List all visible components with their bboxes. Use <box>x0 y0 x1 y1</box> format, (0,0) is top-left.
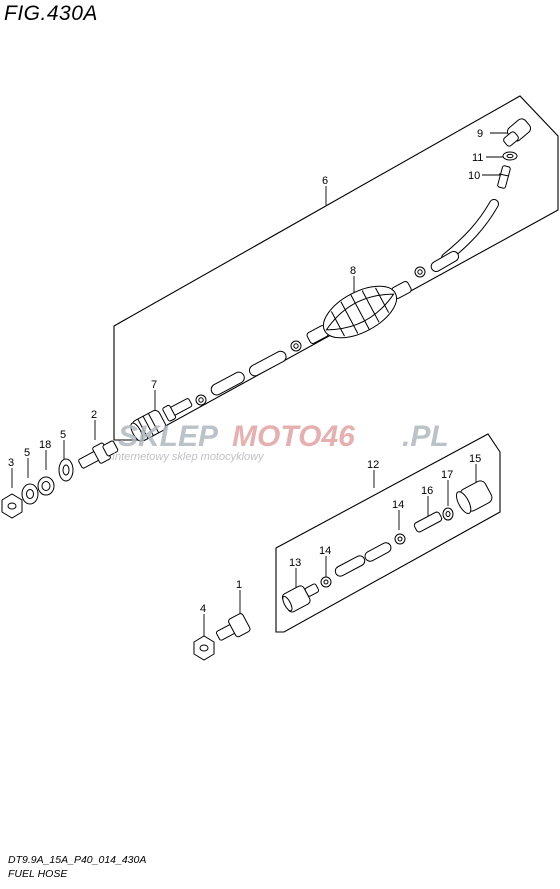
callout-14-a: 14 <box>392 499 404 511</box>
part-4-nut <box>193 635 215 661</box>
part-1-fitting <box>215 613 251 641</box>
callout-5-b: 5 <box>60 429 66 441</box>
part-7-fuel-connector <box>130 398 193 442</box>
part-6-hose-short <box>430 251 460 272</box>
callout-5-a: 5 <box>24 447 30 459</box>
watermark-subtitle: Internetowy sklep motocyklowy <box>112 451 265 463</box>
drawing-code: DT9.9A_15A_P40_014_430A <box>8 854 147 866</box>
watermark-text-b: MOTO46 <box>232 420 355 453</box>
callout-2: 2 <box>91 409 97 421</box>
callout-3: 3 <box>8 457 14 469</box>
assembly-6-outline <box>113 95 559 441</box>
part-12-hose-a <box>364 542 392 562</box>
figure-caption: FUEL HOSE <box>8 868 68 880</box>
part-5-washer-b <box>21 483 39 505</box>
part-8-primer-bulb <box>306 280 412 344</box>
callout-14-b: 14 <box>319 545 331 557</box>
figure-title: FIG.430A <box>4 2 98 25</box>
watermark-text-c: .PL <box>402 420 449 453</box>
callout-8: 8 <box>350 265 356 277</box>
callout-11: 11 <box>472 152 483 164</box>
part-6-hose-curved <box>441 199 499 263</box>
part-6-hose-segment-a <box>248 350 287 377</box>
part-18-washer <box>37 476 55 496</box>
part-17-clip <box>442 507 454 521</box>
part-11-clip <box>502 151 518 161</box>
part-3-nut <box>1 493 23 519</box>
callout-13: 13 <box>289 557 301 569</box>
callout-18: 18 <box>39 439 51 451</box>
part-5-washer-a <box>58 458 74 482</box>
part-14-clip-b <box>320 576 332 588</box>
callout-labels: 9 11 10 6 8 7 2 3 5 18 5 12 15 17 16 14 … <box>8 128 483 615</box>
callout-10: 10 <box>468 170 480 182</box>
callout-17: 17 <box>441 469 453 481</box>
leader-lines <box>11 132 510 636</box>
callout-6: 6 <box>322 175 328 187</box>
part-6-hose-segment-b <box>210 371 245 396</box>
part-clip-a <box>195 266 426 406</box>
part-12-hose-b <box>334 555 366 577</box>
assembly-12-outline <box>275 433 501 633</box>
part-2-connector <box>78 440 119 469</box>
callout-15: 15 <box>469 453 481 465</box>
part-14-clip-a <box>394 533 406 545</box>
part-10-joint <box>497 165 511 189</box>
part-9-connector <box>503 118 532 147</box>
callout-9: 9 <box>477 128 483 140</box>
watermark: SKLEP MOTO46 .PL Internetowy sklep motoc… <box>112 420 449 463</box>
callout-12: 12 <box>367 459 379 471</box>
callout-7: 7 <box>151 379 157 391</box>
part-15-fitting <box>455 480 493 514</box>
part-16-joint <box>413 511 443 533</box>
callout-1: 1 <box>236 579 242 591</box>
callout-16: 16 <box>421 485 433 497</box>
watermark-text-a: SKLEP <box>118 420 219 453</box>
callout-4: 4 <box>200 603 206 615</box>
part-13-connector <box>281 583 320 613</box>
